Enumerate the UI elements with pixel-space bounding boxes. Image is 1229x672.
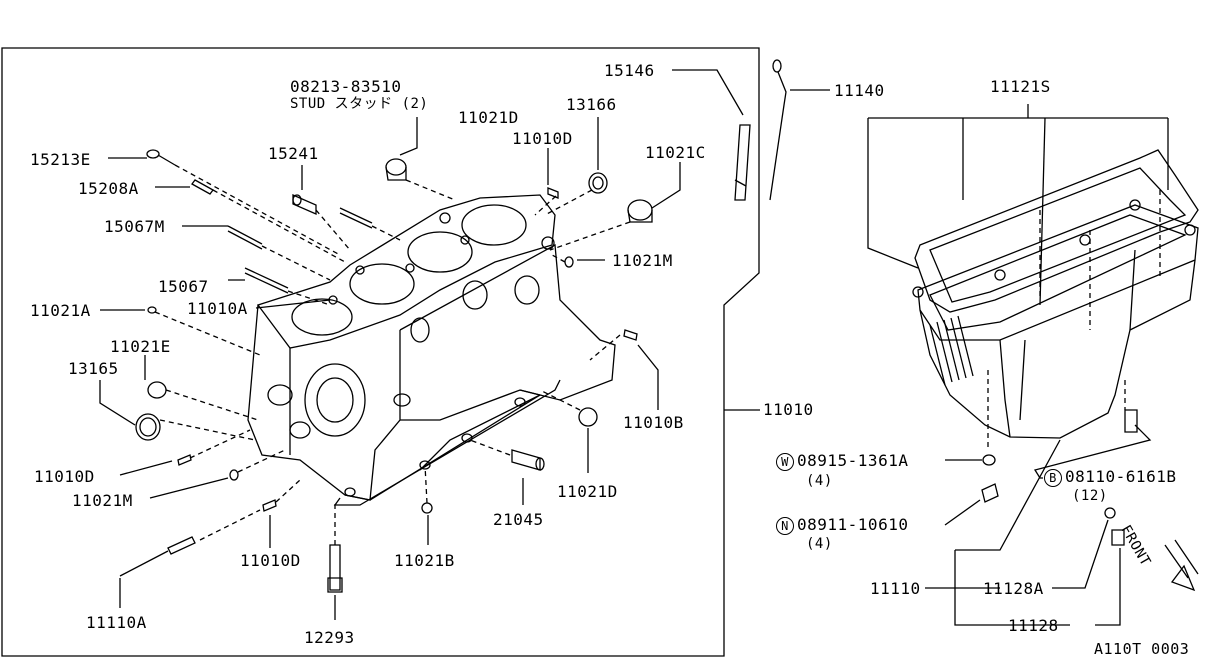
label-11010: 11010	[763, 400, 814, 419]
label-15146: 15146	[604, 61, 655, 80]
small-parts-drawing	[119, 59, 787, 593]
label-11121S: 11121S	[990, 77, 1051, 96]
label-11021C: 11021C	[645, 143, 706, 162]
label-12293: 12293	[304, 628, 355, 647]
label-qty-b: (12)	[1072, 488, 1108, 504]
label-21045: 21045	[493, 510, 544, 529]
label-11021M-right: 11021M	[612, 251, 673, 270]
label-11128A: 11128A	[983, 579, 1044, 598]
label-11140: 11140	[834, 81, 885, 100]
label-11010B: 11010B	[623, 413, 684, 432]
label-11110: 11110	[870, 579, 921, 598]
oil-pan-fasteners	[981, 454, 1125, 546]
label-11021A: 11021A	[30, 301, 91, 320]
label-15241: 15241	[268, 144, 319, 163]
label-11110A: 11110A	[86, 613, 147, 632]
label-11010D-bottom: 11010D	[240, 551, 301, 570]
label-15067M: 15067M	[104, 217, 165, 236]
part-number: 08911-10610	[797, 515, 909, 534]
b-mark-icon: B	[1044, 468, 1062, 487]
w-mark-icon: W	[776, 452, 794, 471]
front-arrow-icon	[1164, 539, 1199, 592]
oil-pan-leaders	[867, 104, 1169, 626]
block-leaders	[99, 69, 830, 620]
label-13166: 13166	[566, 95, 617, 114]
label-15067: 15067	[158, 277, 209, 296]
label-15213E: 15213E	[30, 150, 91, 169]
label-11021M-left: 11021M	[72, 491, 133, 510]
label-stud: STUD スタッド (2)	[290, 96, 429, 112]
block-group-frame	[1, 47, 760, 657]
label-qty-w: (4)	[806, 473, 833, 489]
oil-pan-drawing	[912, 149, 1199, 439]
label-11021B: 11021B	[394, 551, 455, 570]
label-11010D-top: 11010D	[512, 129, 573, 148]
part-number: 08110-6161B	[1065, 467, 1177, 486]
label-15208A: 15208A	[78, 179, 139, 198]
assembly-dash-lines	[154, 164, 631, 545]
label-08213-83510: 08213-83510	[290, 77, 402, 96]
label-11021E: 11021E	[110, 337, 171, 356]
label-qty-n: (4)	[806, 536, 833, 552]
part-number: 08915-1361A	[797, 451, 909, 470]
label-11010D-left: 11010D	[34, 467, 95, 486]
diagram-id: A110T 0003	[1094, 640, 1190, 658]
label-11010A: 11010A	[187, 299, 248, 318]
label-11021D-top: 11021D	[458, 108, 519, 127]
label-11128: 11128	[1008, 616, 1059, 635]
label-11021D-bottom: 11021D	[557, 482, 618, 501]
cylinder-block-drawing	[247, 194, 616, 506]
label-13165: 13165	[68, 359, 119, 378]
n-mark-icon: N	[776, 516, 794, 535]
